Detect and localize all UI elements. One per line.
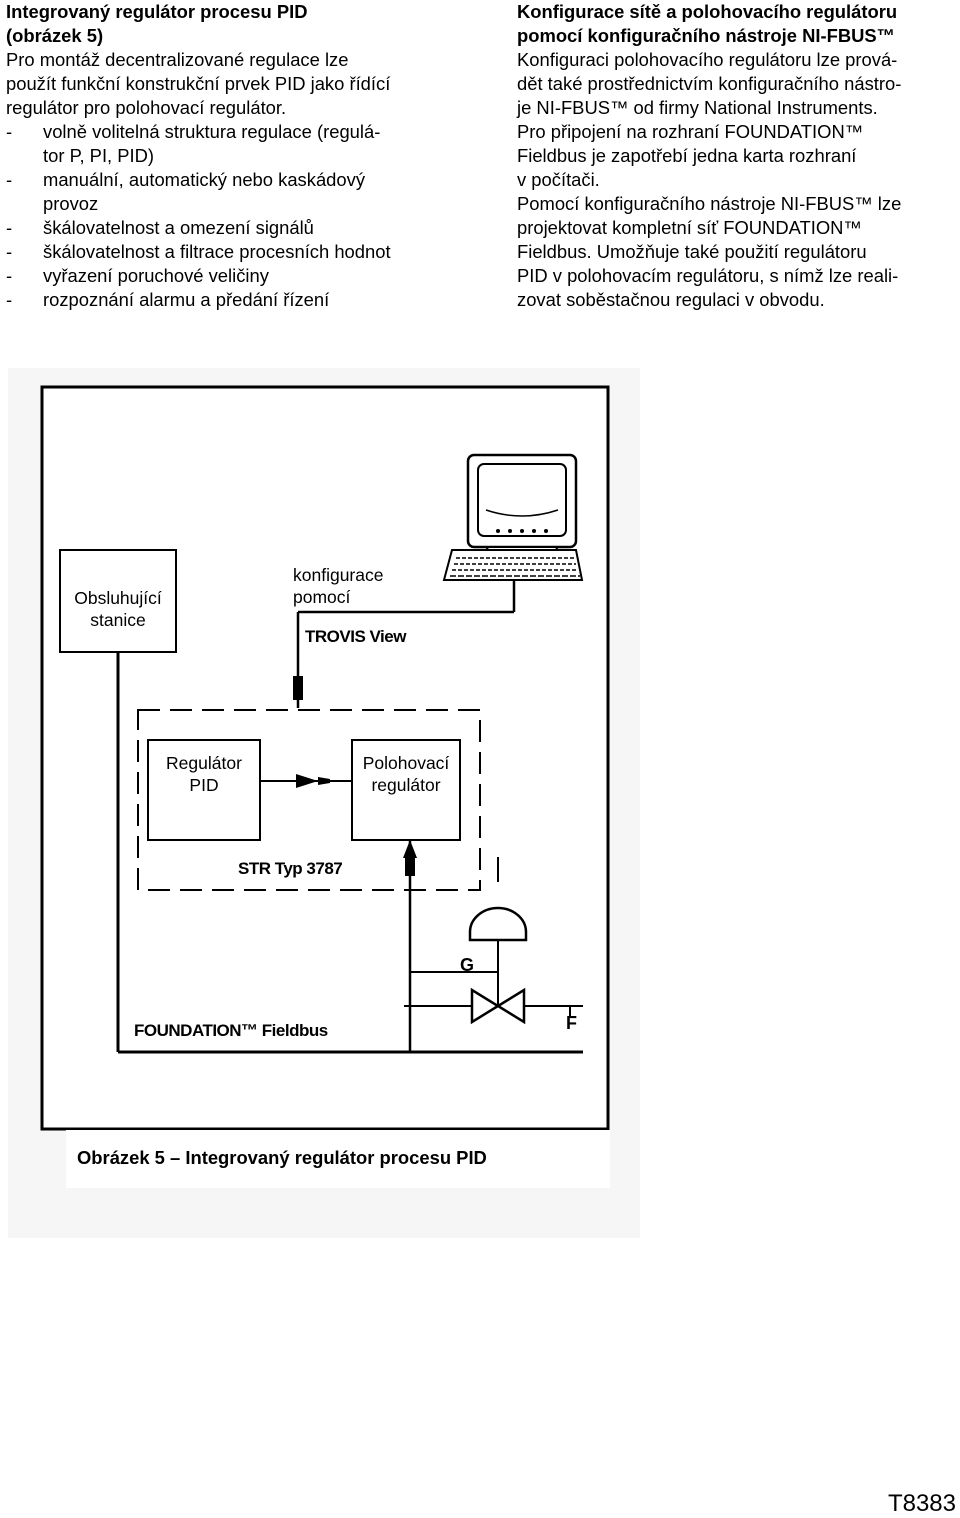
- connector-plug: [293, 676, 303, 700]
- bullet-item: - škálovatelnost a omezení signálů: [6, 216, 476, 240]
- actuator-icon: [410, 857, 528, 1007]
- body-line: projektovat kompletní síť FOUNDATION™: [517, 217, 862, 238]
- pid-block: [147, 739, 261, 841]
- bullet-text: škálovatelnost a omezení signálů: [43, 217, 314, 238]
- figure-diagram: [8, 368, 640, 1238]
- intro-line: použít funkční konstrukční prvek PID jak…: [6, 73, 391, 94]
- config-label: konfigurace pomocí: [293, 565, 384, 607]
- valve-icon: [404, 987, 583, 1025]
- bullet-dash: -: [6, 121, 13, 142]
- device-type-label: STR Typ 3787: [238, 859, 343, 878]
- body-line: zovat soběstačnou regulaci v obvodu.: [517, 289, 825, 310]
- bullet-text: manuální, automatický nebo kaskádový: [43, 169, 366, 190]
- body-line: v počítači.: [517, 169, 600, 190]
- bullet-dash: -: [6, 289, 13, 310]
- software-name: TROVIS View: [305, 627, 406, 646]
- bullet-continuation: provoz: [6, 192, 476, 216]
- device-boundary: [137, 709, 481, 891]
- body-line: Pomocí konfiguračního nástroje NI-FBUS™ …: [517, 193, 902, 214]
- flow-arrow: [318, 777, 330, 785]
- document-code: T8383: [887, 1490, 956, 1517]
- bullet-item: - škálovatelnost a filtrace procesních ho…: [6, 240, 476, 264]
- bullet-item: - rozpoznání alarmu a předání řízení: [6, 288, 476, 312]
- bullet-item: - vyřazení poruchové veličiny: [6, 264, 476, 288]
- bullet-text: škálovatelnost a filtrace procesních hod…: [43, 241, 391, 262]
- bullet-item: - volně volitelná struktura regulace (reg…: [6, 120, 476, 144]
- intro-line: regulátor pro polohovací regulátor.: [6, 97, 287, 118]
- figure-5: Obsluhující stanice konfigurace pomocí T…: [0, 360, 960, 1260]
- bullet-item: - manuální, automatický nebo kaskádový: [6, 168, 476, 192]
- body-line: Pro připojení na rozhraní FOUNDATION™: [517, 121, 864, 142]
- section-heading: pomocí konfiguračního nástroje NI-FBUS™: [517, 25, 896, 46]
- body-line: PID v polohovacím regulátoru, s nímž lze…: [517, 265, 899, 286]
- bullet-dash: -: [6, 217, 13, 238]
- fieldbus-label: FOUNDATION™ Fieldbus: [134, 1021, 328, 1040]
- computer-icon: [442, 453, 584, 581]
- body-line: Fieldbus je zapotřebí jedna karta rozhra…: [517, 145, 857, 166]
- label-f: F: [566, 1013, 577, 1033]
- section-heading: Integrovaný regulátor procesu PID: [6, 1, 308, 22]
- bullet-text: rozpoznání alarmu a předání řízení: [43, 289, 330, 310]
- bullet-continuation: tor P, PI, PID): [6, 144, 476, 168]
- body-line: Fieldbus. Umožňuje také použití reguláto…: [517, 241, 867, 262]
- operator-station-box: [59, 549, 177, 653]
- bullet-text: provoz: [43, 193, 99, 214]
- body-line: dět také prostřednictvím konfiguračního …: [517, 73, 902, 94]
- bullet-text: volně volitelná struktura regulace (regu…: [43, 121, 381, 142]
- bullet-dash: -: [6, 265, 13, 286]
- bullet-text: vyřazení poruchové veličiny: [43, 265, 269, 286]
- label-g: G: [460, 955, 475, 975]
- flow-arrow: [296, 774, 318, 788]
- positioner-block-label: Polohovací regulátor: [362, 753, 450, 795]
- bullet-text: tor P, PI, PID): [43, 145, 155, 166]
- left-column: Integrovaný regulátor procesu PID (obráz…: [6, 0, 476, 312]
- operator-station-label: Obsluhující stanice: [74, 588, 162, 630]
- bullet-dash: -: [6, 241, 13, 262]
- connector-plug: [405, 858, 415, 876]
- positioner-block: [351, 739, 461, 841]
- right-column: Konfigurace sítě a polohovacího reguláto…: [517, 0, 959, 312]
- body-line: Konfiguraci polohovacího regulátoru lze …: [517, 49, 898, 70]
- pid-block-label: Regulátor PID: [166, 753, 242, 795]
- figure-caption: Obrázek 5 – Integrovaný regulátor proces…: [77, 1147, 487, 1168]
- up-arrow: [403, 840, 417, 858]
- bullet-dash: -: [6, 169, 13, 190]
- figure-reference: (obrázek 5): [6, 25, 104, 46]
- intro-line: Pro montáž decentralizované regulace lze: [6, 49, 349, 70]
- section-heading: Konfigurace sítě a polohovacího reguláto…: [517, 1, 898, 22]
- caption-box: [66, 1130, 610, 1188]
- body-line: je NI-FBUS™ od firmy National Instrument…: [517, 97, 878, 118]
